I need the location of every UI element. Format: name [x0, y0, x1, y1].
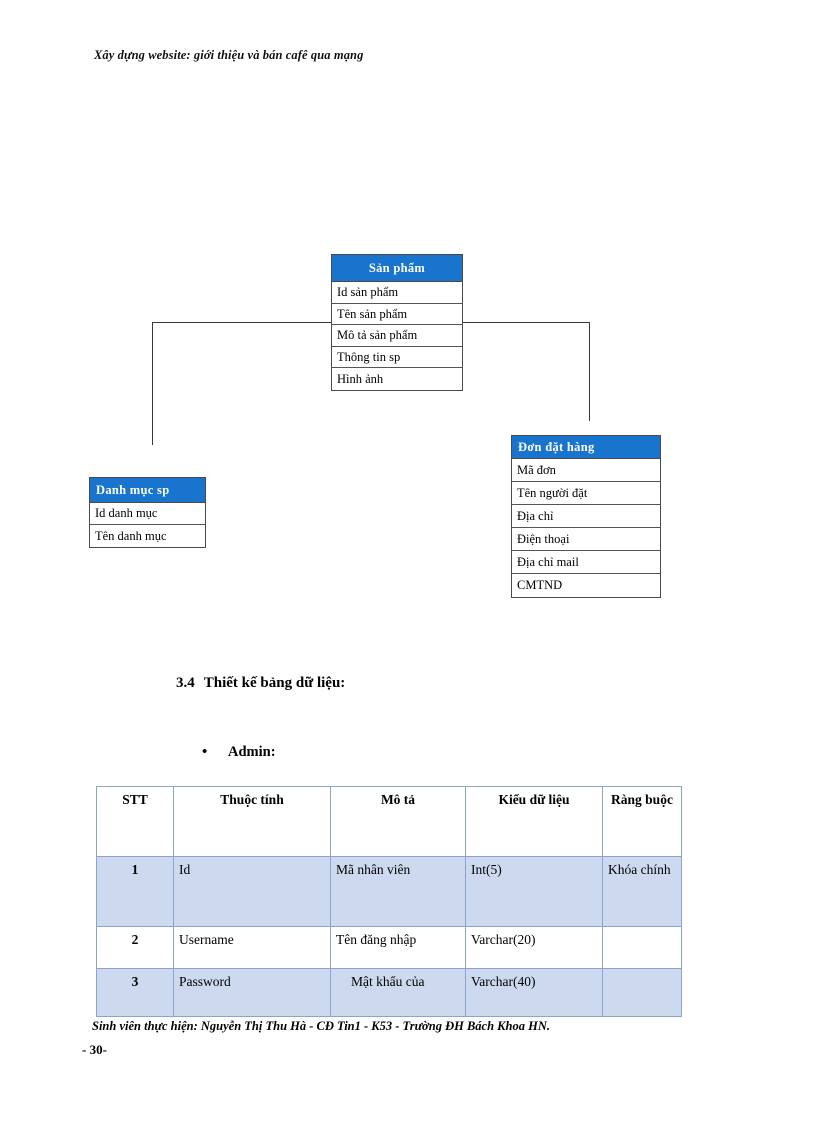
column-header-datatype: Kiểu dữ liệu — [465, 786, 603, 857]
connector-sanpham-danhmuc-horizontal — [152, 322, 332, 323]
cell-datatype: Int(5) — [465, 856, 603, 927]
admin-table: STT Thuộc tính Mô tả Kiểu dữ liệu Ràng b… — [96, 786, 682, 1017]
cell-stt: 1 — [96, 856, 174, 927]
cell-constraint — [602, 926, 682, 969]
bullet-point-icon: • — [202, 744, 208, 760]
entity-field: Địa chỉ mail — [512, 551, 660, 574]
cell-datatype: Varchar(40) — [465, 968, 603, 1017]
entity-field: Địa chỉ — [512, 505, 660, 528]
entity-field: Tên người đặt — [512, 482, 660, 505]
entity-title-danh-muc-sp: Danh mục sp — [90, 478, 205, 503]
entity-field: Mô tả sản phẩm — [332, 325, 462, 347]
entity-danh-muc-sp: Danh mục sp Id danh mục Tên danh mục — [89, 477, 206, 548]
bullet-label: Admin: — [228, 744, 276, 760]
cell-description: Tên đăng nhập — [330, 926, 466, 969]
table-row: 3 Password Mật khẩu của Varchar(40) — [96, 968, 682, 1017]
entity-field: Mã đơn — [512, 459, 660, 482]
cell-constraint — [602, 968, 682, 1017]
entity-field: Hình ảnh — [332, 368, 462, 390]
footer-note: Sinh viên thực hiện: Nguyễn Thị Thu Hà -… — [92, 1019, 550, 1033]
cell-datatype: Varchar(20) — [465, 926, 603, 969]
entity-field: Id danh mục — [90, 503, 205, 525]
entity-field: CMTND — [512, 574, 660, 597]
entity-field: Tên danh mục — [90, 525, 205, 547]
er-diagram: Sản phẩm Id sản phẩm Tên sản phẩm Mô tả … — [89, 254, 661, 598]
cell-attribute: Username — [173, 926, 331, 969]
column-header-constraint: Ràng buộc — [602, 786, 682, 857]
column-header-attribute: Thuộc tính — [173, 786, 331, 857]
connector-sanpham-donhang-horizontal — [463, 322, 590, 323]
section-heading: 3.4 Thiết kế bảng dữ liệu: — [176, 675, 345, 692]
cell-description: Mã nhân viên — [330, 856, 466, 927]
section-number: 3.4 — [176, 675, 195, 691]
connector-sanpham-danhmuc-vertical — [152, 322, 153, 445]
entity-field: Điện thoại — [512, 528, 660, 551]
section-title: Thiết kế bảng dữ liệu: — [203, 675, 346, 691]
entity-san-pham: Sản phẩm Id sản phẩm Tên sản phẩm Mô tả … — [331, 254, 463, 391]
entity-title-san-pham: Sản phẩm — [332, 255, 462, 282]
cell-stt: 2 — [96, 926, 174, 969]
entity-field: Thông tin sp — [332, 346, 462, 368]
column-header-description: Mô tả — [330, 786, 466, 857]
cell-description: Mật khẩu của — [330, 968, 466, 1017]
table-header-row: STT Thuộc tính Mô tả Kiểu dữ liệu Ràng b… — [96, 786, 682, 857]
cell-constraint: Khóa chính — [602, 856, 682, 927]
entity-field: Tên sản phẩm — [332, 303, 462, 325]
cell-attribute: Id — [173, 856, 331, 927]
column-header-stt: STT — [96, 786, 174, 857]
cell-attribute: Password — [173, 968, 331, 1017]
page-number: - 30- — [82, 1042, 107, 1057]
cell-stt: 3 — [96, 968, 174, 1017]
table-row: 1 Id Mã nhân viên Int(5) Khóa chính — [96, 856, 682, 927]
bullet-item-admin: • Admin: — [202, 744, 276, 761]
table-row: 2 Username Tên đăng nhập Varchar(20) — [96, 926, 682, 969]
running-head: Xây dựng website: giới thiệu và bán cafê… — [94, 48, 364, 62]
entity-don-dat-hang: Đơn đặt hàng Mã đơn Tên người đặt Địa ch… — [511, 435, 661, 598]
entity-field: Id sản phẩm — [332, 282, 462, 304]
entity-title-don-dat-hang: Đơn đặt hàng — [512, 436, 660, 459]
connector-sanpham-donhang-vertical — [589, 322, 590, 421]
